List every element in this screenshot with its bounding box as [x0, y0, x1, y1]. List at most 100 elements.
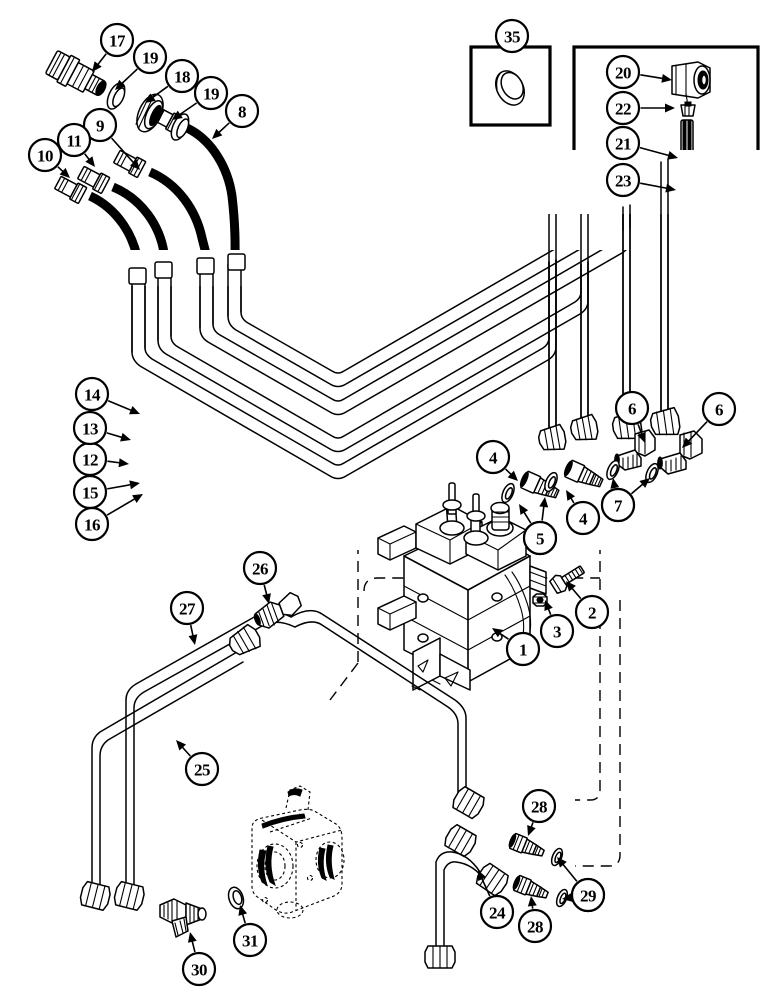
callout-24[interactable]: 24 [479, 894, 515, 930]
callout-circle [74, 376, 110, 412]
callout-number: 18 [174, 68, 190, 87]
callout-16[interactable]: 16 [74, 506, 110, 542]
leader-arrowhead [527, 896, 537, 907]
callout-2[interactable]: 2 [574, 594, 610, 630]
callout-circle [479, 894, 515, 930]
callout-circle [132, 39, 168, 75]
callout-6[interactable]: 6 [701, 391, 737, 427]
leader-arrowhead [667, 151, 678, 160]
callout-19[interactable]: 19 [132, 39, 168, 75]
callout-number: 15 [82, 484, 98, 503]
lower-tube-27 [91, 651, 244, 891]
callout-circle [74, 506, 110, 542]
callout-12[interactable]: 12 [72, 441, 108, 477]
tube-nut-27 [228, 623, 261, 656]
callout-5[interactable]: 5 [522, 520, 558, 556]
leader-arrowhead [661, 74, 672, 83]
hydraulic-tube-24 [424, 851, 509, 969]
callout-number: 25 [194, 761, 210, 780]
callout-13[interactable]: 13 [72, 410, 108, 446]
callout-26[interactable]: 26 [242, 550, 278, 586]
o-ring-seal-5b [544, 471, 558, 493]
callout-21[interactable]: 21 [605, 125, 641, 161]
callout-circle [539, 613, 575, 649]
callout-number: 21 [615, 135, 631, 154]
lock-nut-3 [532, 593, 548, 607]
callout-circle [475, 439, 511, 475]
leader-line [178, 102, 198, 117]
callout-17[interactable]: 17 [99, 22, 135, 58]
leader-arrowhead [566, 490, 575, 501]
retaining-ring-19b [170, 113, 190, 141]
callout-circle [605, 162, 641, 198]
tube-end-nut-27 [79, 880, 111, 911]
callout-circle [232, 922, 268, 958]
callout-4[interactable]: 4 [565, 500, 601, 536]
callout-25[interactable]: 25 [184, 751, 220, 787]
quick-coupler-17 [45, 50, 107, 97]
leader-arrowhead [85, 156, 95, 167]
callout-1[interactable]: 1 [505, 631, 541, 667]
leader-arrowhead [610, 478, 620, 489]
callout-8[interactable]: 8 [224, 93, 260, 129]
callout-circle [181, 951, 217, 987]
callout-27[interactable]: 27 [169, 590, 205, 626]
callout-number: 19 [203, 85, 219, 104]
cap-screw-2 [549, 565, 585, 594]
breakaway-socket-20 [671, 61, 711, 107]
callout-number: 6 [715, 401, 723, 420]
callout-31[interactable]: 31 [232, 922, 268, 958]
leader-arrowhead [557, 857, 567, 868]
callout-18[interactable]: 18 [164, 58, 200, 94]
callout-9[interactable]: 9 [82, 107, 118, 143]
connector-fitting-28a [508, 832, 545, 857]
callout-circle [99, 22, 135, 58]
leader-line [541, 504, 545, 521]
callout-22[interactable]: 22 [605, 90, 641, 126]
leader-line [106, 497, 137, 516]
tube-ends-lower-right [444, 785, 485, 858]
callout-4[interactable]: 4 [475, 439, 511, 475]
leader-line [106, 432, 124, 439]
callout-15[interactable]: 15 [72, 474, 108, 510]
leader-arrowhead [188, 634, 198, 645]
callout-number: 28 [527, 918, 543, 937]
callout-3[interactable]: 3 [539, 613, 575, 649]
callout-10[interactable]: 10 [27, 137, 63, 173]
callout-number: 8 [238, 103, 246, 122]
callout-leader-lines [57, 53, 708, 953]
callout-35[interactable]: 35 [494, 18, 530, 54]
o-ring-seal-5a [501, 482, 515, 504]
callout-28[interactable]: 28 [521, 788, 557, 824]
callout-23[interactable]: 23 [605, 162, 641, 198]
remote-control-valve-1 [377, 482, 547, 691]
seal-detail-box [469, 45, 552, 127]
callout-circle [605, 125, 641, 161]
callout-30[interactable]: 30 [181, 951, 217, 987]
leader-line [217, 122, 230, 135]
callout-29[interactable]: 29 [570, 877, 606, 913]
callout-circle [82, 107, 118, 143]
callout-7[interactable]: 7 [600, 487, 636, 523]
callout-circle [522, 520, 558, 556]
callout-20[interactable]: 20 [605, 54, 641, 90]
callout-6[interactable]: 6 [614, 390, 650, 426]
callout-number: 7 [614, 497, 623, 516]
callout-number: 3 [553, 623, 561, 642]
callout-19[interactable]: 19 [193, 75, 229, 111]
callout-28[interactable]: 28 [517, 908, 553, 944]
callout-number: 29 [580, 887, 596, 906]
valve-spool-stems [439, 482, 514, 546]
leader-line [561, 862, 578, 882]
leader-arrowhead [120, 432, 131, 442]
retaining-ring-19a [106, 82, 126, 110]
callout-circle [193, 75, 229, 111]
leader-line [570, 586, 582, 600]
callout-circle [570, 877, 606, 913]
callout-circle [224, 93, 260, 129]
callout-11[interactable]: 11 [56, 122, 92, 158]
callout-14[interactable]: 14 [74, 376, 110, 412]
callout-circle [169, 590, 205, 626]
leader-arrowhead [129, 480, 140, 490]
